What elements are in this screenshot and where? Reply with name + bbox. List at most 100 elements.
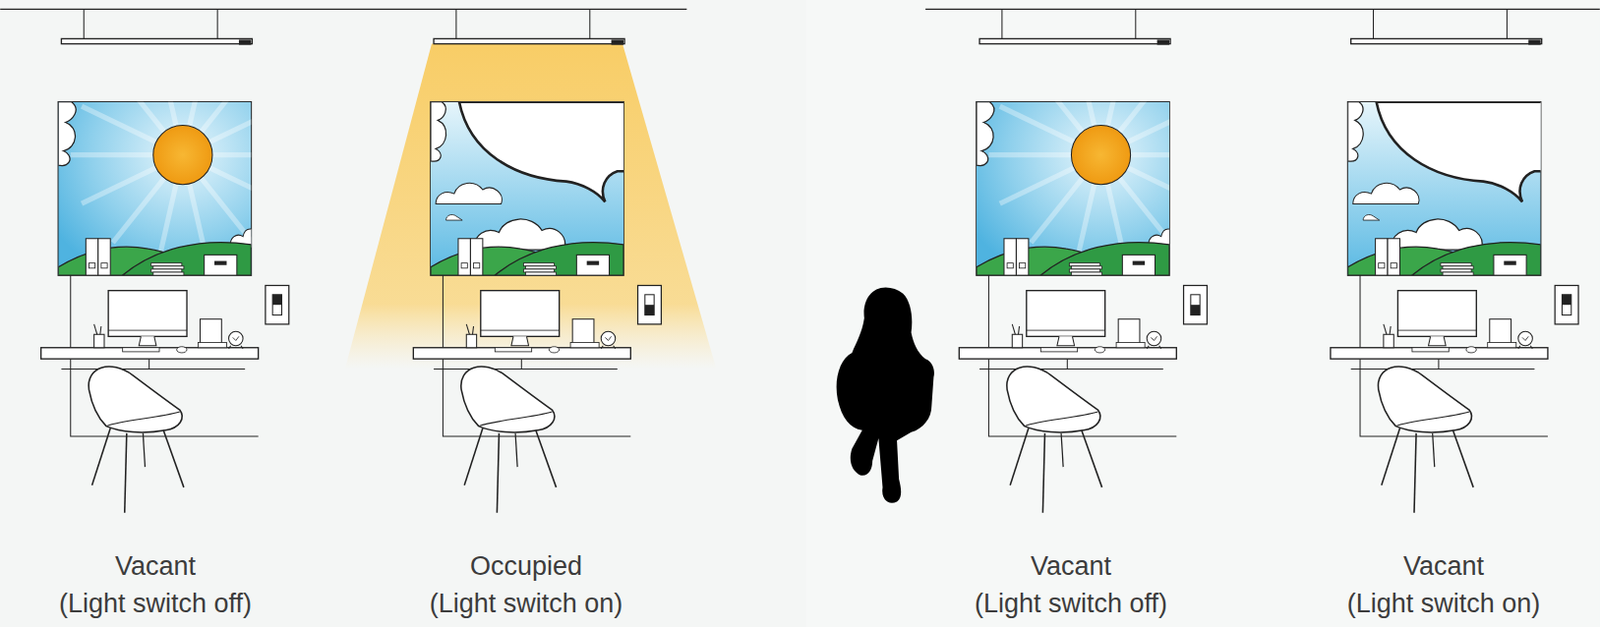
hanger-wire [1134, 8, 1136, 39]
chair-leg [535, 430, 557, 488]
desk-drawer [433, 368, 618, 370]
mouse [1094, 347, 1105, 354]
hanger-wire [1506, 8, 1508, 39]
hanger-wire [83, 8, 85, 39]
window-view [1348, 102, 1541, 276]
office-panel [1330, 8, 1579, 513]
chair-back [1377, 366, 1472, 433]
monitor-chin [1397, 330, 1477, 332]
binder-label [88, 263, 95, 269]
cloud [435, 182, 502, 204]
desk-drawer [1066, 358, 1068, 369]
desk-drawer [521, 358, 523, 369]
clock-leg [600, 346, 603, 350]
book [1068, 263, 1100, 267]
pencil [466, 324, 470, 335]
chair-seat [1024, 412, 1099, 427]
window-view [58, 102, 251, 276]
box-handle [1132, 261, 1145, 266]
book-stack [570, 343, 599, 349]
cloud [1348, 102, 1364, 162]
chair-seat [1395, 412, 1470, 427]
cloud [1353, 182, 1420, 204]
alarm-clock [1518, 331, 1534, 347]
clock-leg [1530, 346, 1533, 350]
switch-state-label: (Light switch off) [913, 590, 1229, 620]
hanger-wire [1372, 8, 1374, 39]
state-label: Vacant [1286, 552, 1600, 583]
clock-hands [1522, 336, 1529, 341]
desk-drawer [60, 368, 245, 370]
book [1442, 266, 1474, 270]
binder-label [461, 263, 468, 269]
clock-leg [229, 346, 232, 350]
monitor-chin [108, 330, 187, 332]
office-panel [41, 8, 290, 513]
switch-plate [265, 285, 290, 324]
monitor-stand [1428, 336, 1447, 346]
binder-label [101, 263, 108, 269]
photo-frame [1118, 319, 1140, 347]
window-view [976, 102, 1170, 276]
person-silhouette [836, 288, 935, 504]
cloud [474, 219, 565, 250]
chair-seat [106, 412, 180, 427]
fixture-sensor [238, 39, 251, 45]
book [1068, 269, 1100, 273]
window-frame [58, 102, 251, 276]
photo-frame [200, 319, 223, 347]
clock-leg [613, 346, 616, 350]
ceiling-line [925, 8, 1600, 10]
light-fixture [1351, 38, 1542, 44]
fixture-sensor [1157, 39, 1170, 45]
binder [458, 238, 471, 276]
fixture-sensor [1528, 39, 1541, 45]
desk-top [413, 348, 631, 359]
desk-top [41, 348, 259, 359]
light-fixture [433, 38, 625, 44]
switch-toggle [1561, 295, 1571, 305]
chair-leg [1414, 433, 1417, 514]
book [1440, 269, 1472, 273]
photo-frame [1489, 319, 1512, 347]
switch-toggle [272, 295, 282, 305]
chair-back [88, 366, 182, 433]
hanger-wire [217, 8, 219, 39]
switch-plate [1184, 285, 1208, 324]
binder [85, 238, 98, 276]
cloud [1376, 102, 1541, 203]
state-label: Vacant [0, 552, 313, 583]
sky [58, 102, 251, 276]
hanger-wire [589, 8, 591, 39]
box-handle [1503, 261, 1516, 266]
monitor-stand [511, 336, 530, 346]
keyboard [494, 348, 532, 353]
chair-leg [1042, 433, 1045, 514]
sun [1070, 125, 1130, 185]
book [525, 266, 556, 270]
ground [806, 0, 1600, 627]
book-stack [1116, 343, 1145, 349]
office-panel [958, 8, 1207, 513]
box-handle [214, 261, 227, 266]
pencil [94, 324, 98, 335]
book [1070, 266, 1102, 270]
chair-leg [1061, 433, 1064, 468]
pencil [1383, 324, 1387, 335]
keyboard [122, 348, 160, 353]
book-stack [1487, 343, 1517, 349]
window-frame [976, 102, 1170, 276]
binder [1004, 238, 1016, 276]
binder-label [1390, 263, 1397, 269]
switch-state-label: (Light switch on) [368, 590, 684, 620]
book-stack [197, 343, 227, 349]
state-label: Occupied [368, 552, 684, 583]
cloud [976, 102, 995, 167]
mouse [548, 347, 559, 354]
chair-leg [1381, 428, 1401, 486]
hill [494, 242, 624, 277]
cloud [58, 102, 76, 167]
book [1070, 272, 1102, 276]
pencil-cup [466, 334, 476, 348]
